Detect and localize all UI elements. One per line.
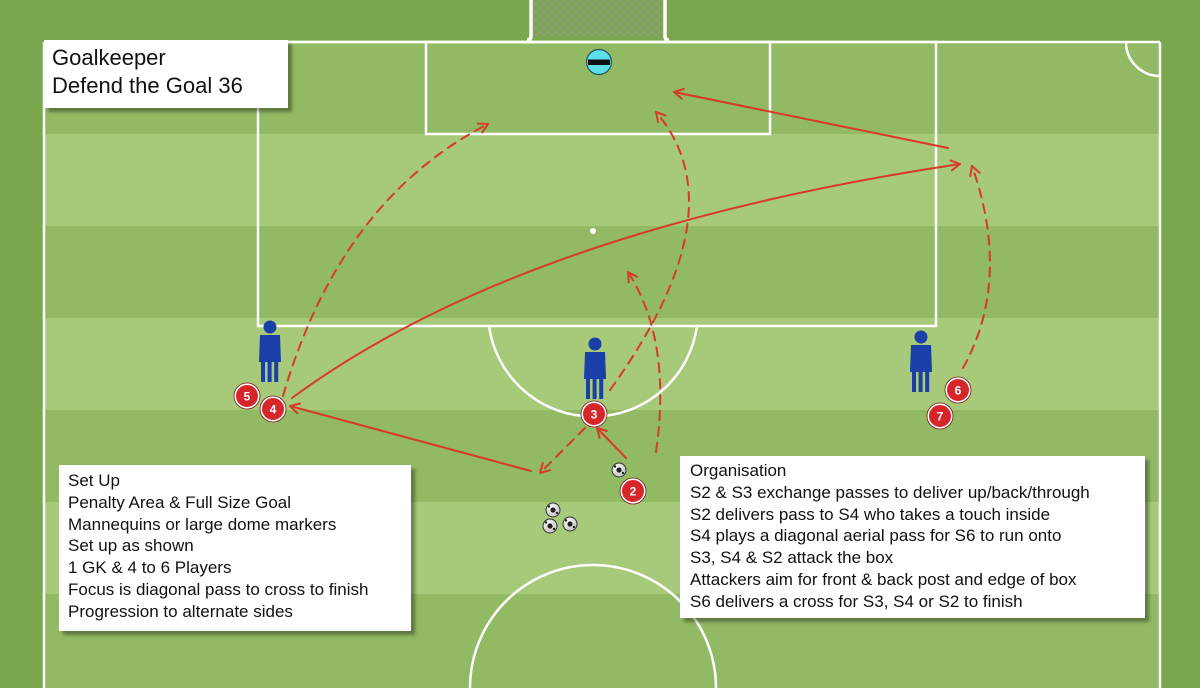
player-6: 6 <box>944 376 972 404</box>
organisation-line: S6 delivers a cross for S3, S4 or S2 to … <box>690 591 1023 611</box>
corner-arc <box>1124 41 1161 78</box>
player-5: 5 <box>233 382 261 410</box>
aerial-pass-arrow-s4-to-s6 <box>291 159 961 399</box>
title-box: Goalkeeper Defend the Goal 36 <box>44 40 288 108</box>
setup-line: Mannequins or large dome markers <box>68 514 337 534</box>
goal <box>526 0 670 42</box>
setup-line: Progression to alternate sides <box>68 601 293 621</box>
organisation-line: S3, S4 & S2 attack the box <box>690 548 894 568</box>
players: 5 4 3 2 67 <box>233 376 972 505</box>
title-line-2: Defend the Goal 36 <box>52 73 243 98</box>
pass-arrow-s3-to-s2 <box>539 427 586 474</box>
mannequin <box>259 320 281 382</box>
run-arrow-s2 <box>627 271 662 453</box>
player-3: 3 <box>580 400 608 428</box>
organisation-line: S4 plays a diagonal aerial pass for S6 t… <box>690 526 1062 546</box>
organisation-box: Organisation S2 & S3 exchange passes to … <box>680 456 1145 618</box>
player-label: 2 <box>630 484 637 498</box>
setup-box: Set Up Penalty Area & Full Size Goal Man… <box>59 465 411 631</box>
ball <box>611 462 627 478</box>
player-7: 7 <box>926 402 954 430</box>
penalty-spot <box>590 228 596 234</box>
ball <box>542 518 558 534</box>
centre-circle <box>468 563 718 688</box>
player-label: 4 <box>270 402 277 416</box>
organisation-line: Attackers aim for front & back post and … <box>690 569 1077 589</box>
mannequin <box>584 337 606 399</box>
player-label: 7 <box>937 409 944 423</box>
mannequin <box>910 330 932 392</box>
pass-arrow-s2-to-s3 <box>596 427 627 459</box>
player-4: 4 <box>259 395 287 423</box>
goalkeeper <box>585 48 613 76</box>
ball <box>562 516 578 532</box>
organisation-line: S2 delivers pass to S4 who takes a touch… <box>690 504 1051 524</box>
setup-line: Focus is diagonal pass to cross to finis… <box>68 579 369 599</box>
setup-line: Set up as shown <box>68 536 194 556</box>
setup-line: Penalty Area & Full Size Goal <box>68 492 292 512</box>
setup-line: 1 GK & 4 to 6 Players <box>68 558 232 578</box>
player-label: 3 <box>591 407 598 421</box>
goal-area <box>424 40 772 136</box>
ball <box>545 502 561 518</box>
cross-arrow-s6 <box>673 87 949 149</box>
player-label: 6 <box>955 383 962 397</box>
run-arrow-s4 <box>282 122 489 397</box>
run-arrow-s3 <box>609 111 690 391</box>
player-2: 2 <box>619 477 647 505</box>
pass-arrow-s2-to-s4 <box>289 402 532 472</box>
title-line-1: Goalkeeper <box>52 45 166 70</box>
organisation-line: S2 & S3 exchange passes to deliver up/ba… <box>690 482 1090 502</box>
arrows <box>282 87 991 474</box>
run-arrow-s6 <box>962 165 991 369</box>
setup-heading: Set Up <box>68 471 120 490</box>
player-label: 5 <box>244 389 251 403</box>
organisation-heading: Organisation <box>690 461 787 480</box>
